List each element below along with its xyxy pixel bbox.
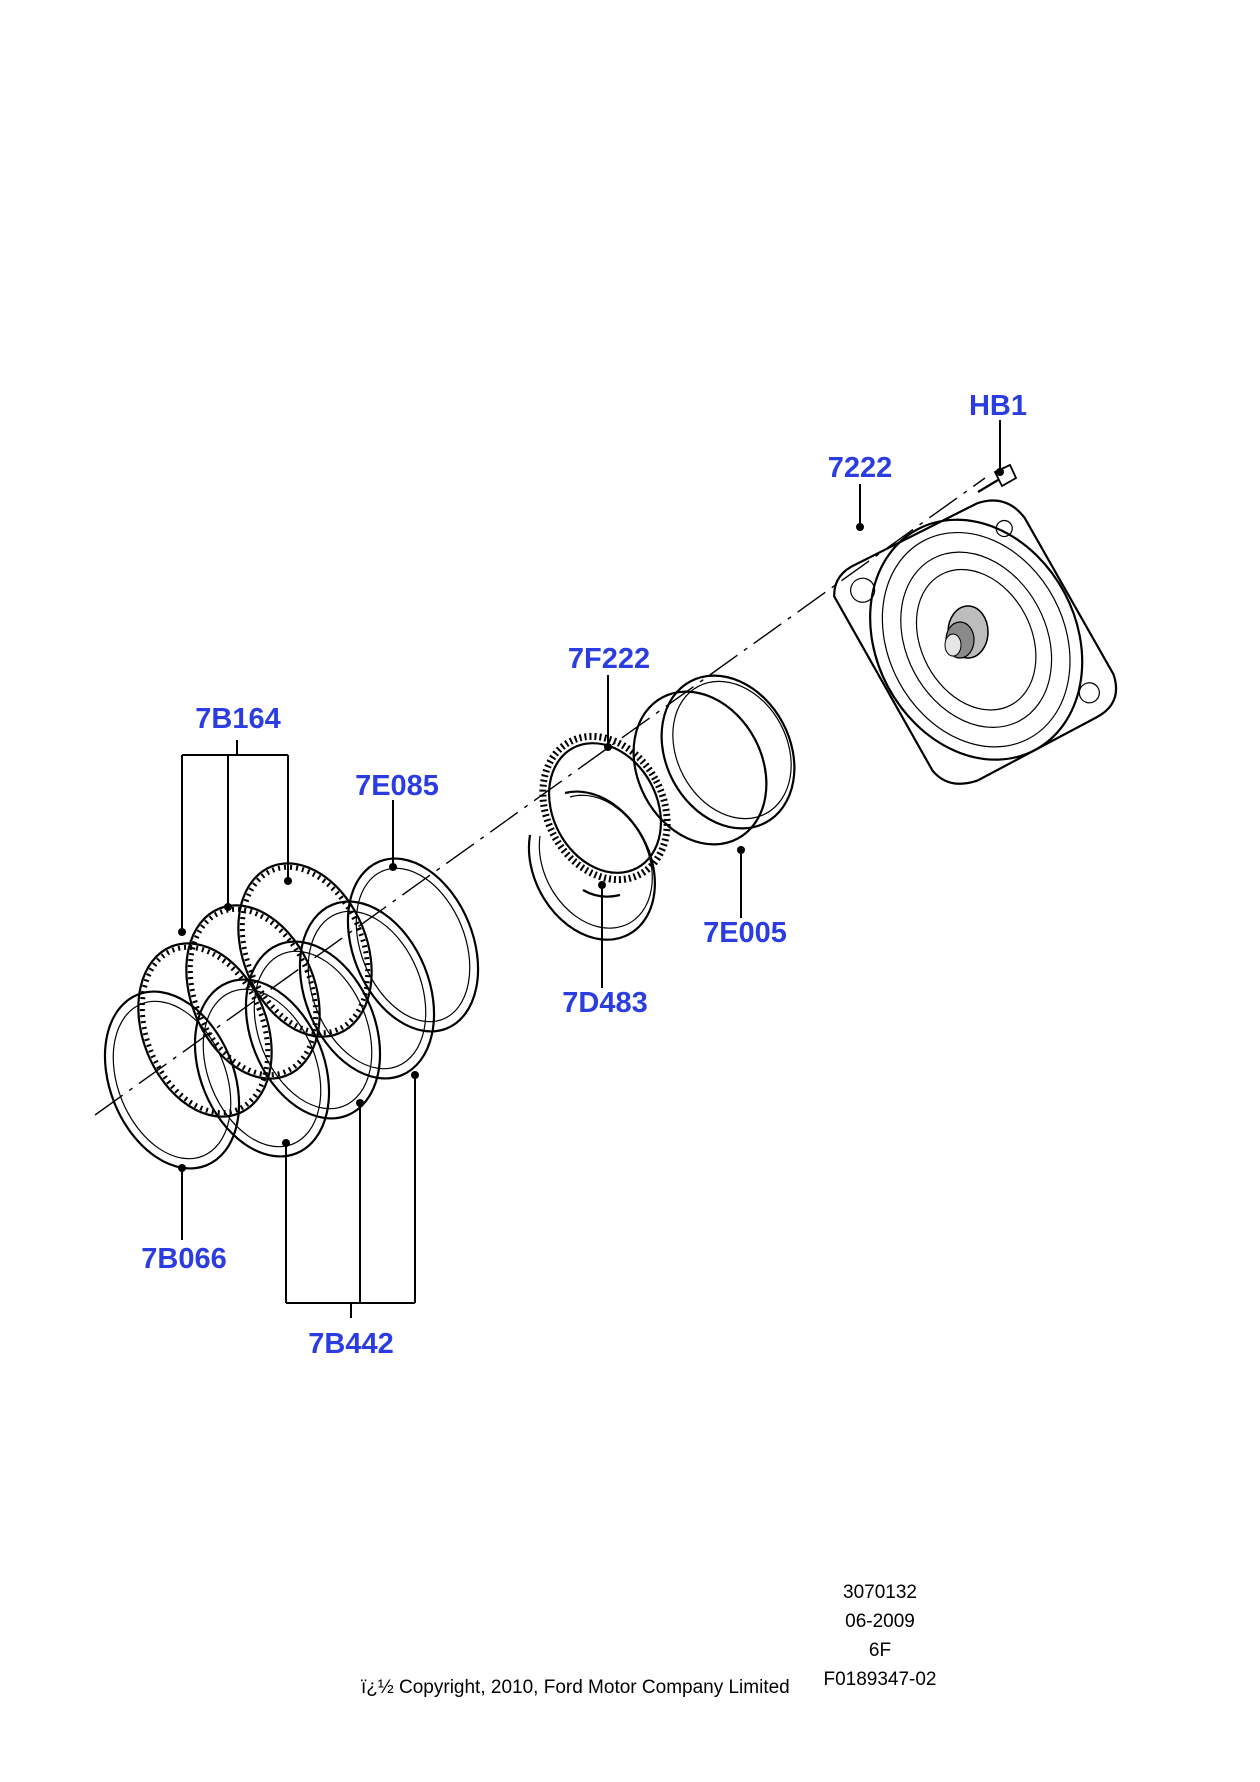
label-7f222: 7F222 — [568, 643, 650, 675]
label-7b164: 7B164 — [195, 703, 280, 735]
label-7b066: 7B066 — [141, 1243, 226, 1275]
plate-7b066 — [103, 990, 241, 1170]
footer-model: 6F — [868, 1640, 892, 1661]
housing-hub — [944, 605, 989, 659]
footer-code: 3070132 — [843, 1582, 917, 1603]
label-hb1: HB1 — [969, 390, 1027, 422]
drum-7e005 — [632, 674, 796, 846]
label-7e085: 7E085 — [355, 770, 439, 802]
copyright-notice: ï¿½ Copyright, 2010, Ford Motor Company … — [361, 1677, 790, 1698]
plate-7e085 — [346, 857, 480, 1033]
label-7d483: 7D483 — [562, 987, 647, 1019]
label-7222: 7222 — [828, 452, 893, 484]
leader-lines — [178, 420, 1004, 1318]
label-7e005: 7E005 — [703, 917, 787, 949]
ring-7f222 — [539, 732, 671, 884]
plates-7b164 — [137, 862, 373, 1118]
plates-7b442 — [193, 900, 436, 1158]
clutch-plates — [103, 857, 480, 1170]
housing-7222 — [833, 499, 1118, 785]
label-7b442: 7B442 — [308, 1328, 393, 1360]
snap-ring-7d483 — [527, 790, 656, 941]
footer-date: 06-2009 — [845, 1611, 915, 1632]
footer-ref: F0189347-02 — [823, 1669, 937, 1690]
